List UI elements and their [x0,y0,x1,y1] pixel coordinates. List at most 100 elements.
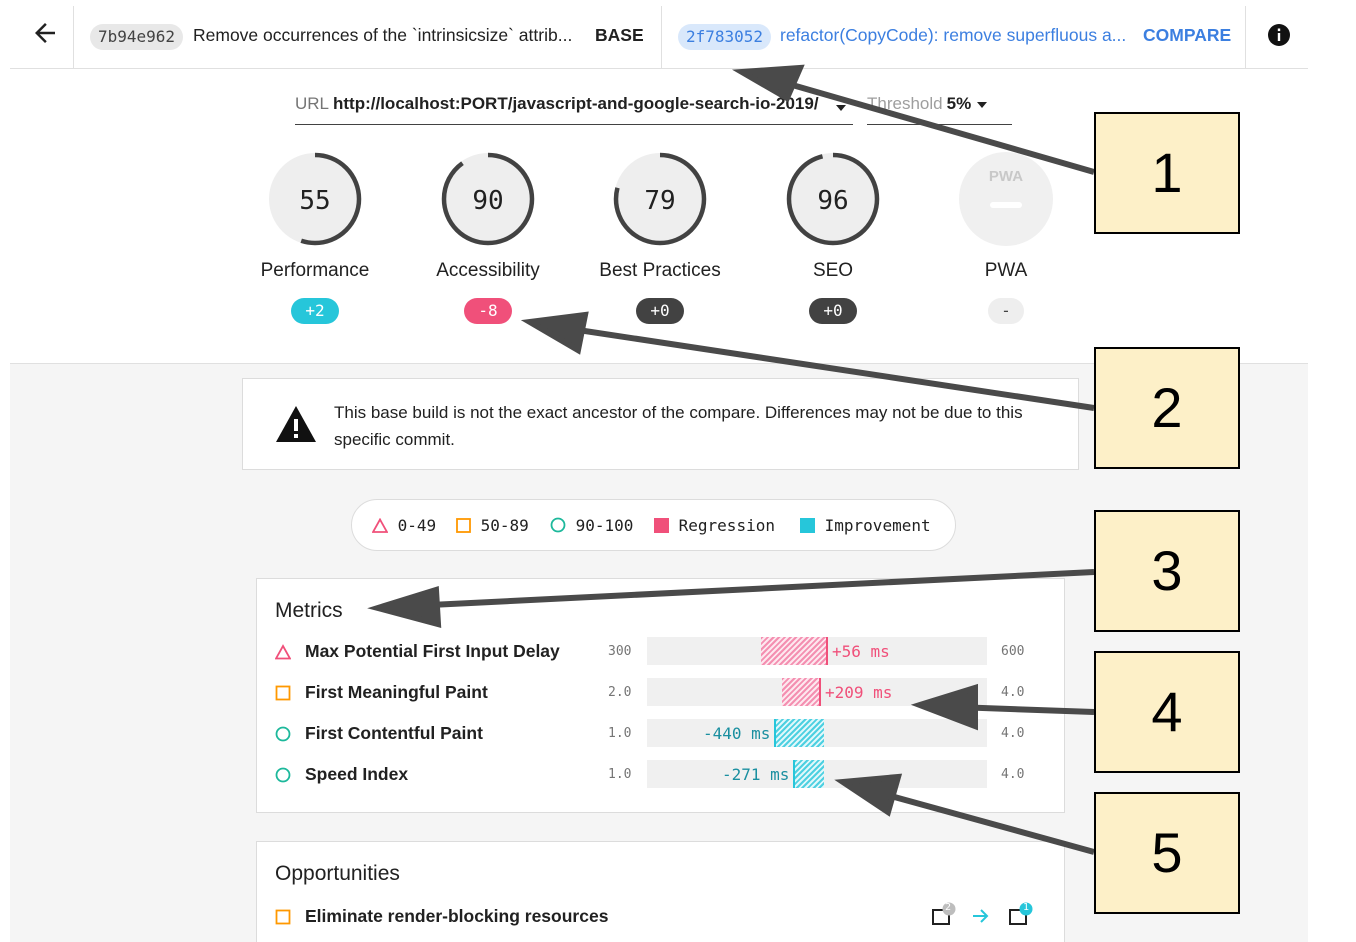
compare-commit-message[interactable]: refactor(CopyCode): remove superfluous a… [780,25,1127,45]
legend-regression: Regression [654,516,775,535]
category-name: Best Practices [599,260,721,281]
warning-text: This base build is not the exact ancesto… [334,403,1023,449]
legend-improvement-label: Improvement [824,516,931,535]
metric-row[interactable]: Speed Index 1.0 -271 ms 4.0 [275,760,1065,790]
base-commit-hash[interactable]: 7b94e962 [90,24,184,50]
arrow-right-icon [973,909,989,923]
gauge-score-arc [268,152,362,246]
gauge-score-arc [613,152,707,246]
metric-range-min: 1.0 [608,767,632,782]
compare-resource-count: 1 [1023,902,1030,913]
improvement-marker [774,719,776,747]
opportunity-name: Eliminate render-blocking resources [305,906,609,926]
legend-pass: 90-100 [550,516,633,535]
info-icon[interactable] [1267,23,1291,47]
base-label: BASE [595,25,644,45]
top-bar: 7b94e962 Remove occurrences of the `intr… [10,0,1308,69]
metrics-title: Metrics [275,599,343,622]
annotation-box-5: 5 [1094,792,1240,914]
opportunity-row[interactable]: Eliminate render-blocking resources 2 1 [275,902,1065,932]
legend-pass-label: 90-100 [575,516,634,535]
metrics-card: Metrics Max Potential First Input Delay … [256,578,1065,813]
compare-resources-icon [1009,902,1033,925]
score-value: 96 [817,186,849,216]
annotation-arrow-2 [564,325,1095,411]
annotation-arrowhead-5 [834,773,903,817]
legend-fail: 0-49 [371,516,436,535]
annotation-box-2: 2 [1094,347,1240,469]
url-dropdown-icon[interactable] [836,105,846,111]
gauge-performance[interactable]: 55 Performance +2 [250,150,380,330]
annotation-box-1: 1 [1094,112,1240,234]
opportunities-title: Opportunities [275,862,400,885]
url-value: http://localhost:PORT/javascript-and-goo… [333,94,819,113]
threshold-dropdown-icon[interactable] [977,101,988,108]
score-value: 90 [472,186,504,216]
legend-regression-label: Regression [678,516,775,535]
regression-swatch-icon [654,518,669,533]
category-name: Accessibility [436,260,540,281]
legend-average-label: 50-89 [480,516,529,535]
gauge-score-arc [441,152,535,246]
divider [1245,6,1246,68]
metric-row[interactable]: Max Potential First Input Delay 300 +56 … [275,637,1065,667]
circle-icon [275,726,291,742]
annotation-arrowhead-4 [910,683,978,731]
regression-bar [761,637,827,665]
regression-marker [826,637,828,665]
opportunities-card: Opportunities Eliminate render-blocking … [256,841,1065,942]
metric-range-max: 4.0 [1001,767,1025,782]
regression-marker [819,678,821,706]
score-gauge-ring [613,152,707,246]
annotation-arrow-4 [954,704,1095,715]
metric-name: First Contentful Paint [305,723,483,743]
annotation-box-3: 3 [1094,510,1240,632]
score-delta-badge: - [988,298,1024,324]
improvement-marker [793,760,795,788]
score-gauge-ring [268,152,362,246]
gauge-seo[interactable]: 96 SEO +0 [768,150,898,330]
threshold-value: 5% [946,94,972,113]
triangle-icon [275,644,291,660]
circle-icon [275,767,291,783]
score-delta-badge: +2 [291,298,339,324]
score-delta-badge: -8 [464,298,512,324]
annotation-arrow-5 [879,790,1095,855]
pwa-glyph-label: PWA [988,168,1024,185]
metric-delta-value: -271 ms [722,765,790,784]
square-icon [275,909,291,925]
compare-label: COMPARE [1143,25,1232,45]
score-legend: 0-49 50-89 90-100 Regression Improvement [351,499,956,551]
triangle-icon [371,517,389,533]
base-commit-message[interactable]: Remove occurrences of the `intrinsicsize… [193,25,573,45]
gauge-background [614,153,706,245]
metric-delta-track: -271 ms [647,760,987,788]
metric-name: Max Potential First Input Delay [305,641,560,661]
annotation-arrowhead-1 [731,64,805,103]
metric-range-min: 300 [608,644,632,659]
gauge-score-arc [786,152,880,246]
metric-name: Speed Index [305,764,409,784]
annotation-box-4: 4 [1094,651,1240,773]
gauge-background [442,153,534,245]
url-label: URL [295,94,330,113]
gauge-background [787,153,879,245]
improvement-bar [776,719,824,747]
score-value: 79 [644,186,676,216]
back-arrow-icon[interactable] [30,18,60,48]
circle-icon [550,517,566,533]
gauge-pwa[interactable]: PWA PWA - [941,150,1071,330]
annotation-arrow-3 [409,569,1095,609]
legend-average: 50-89 [456,516,529,535]
base-resources-icon [932,902,956,925]
compare-commit-hash[interactable]: 2f783052 [678,24,772,50]
score-delta-badge: +0 [636,298,684,324]
divider [73,6,74,68]
square-icon [275,685,291,701]
gauge-best-practices[interactable]: 79 Best Practices +0 [595,150,725,330]
gauge-accessibility[interactable]: 90 Accessibility -8 [423,150,553,330]
metric-row[interactable]: First Contentful Paint 1.0 -440 ms 4.0 [275,719,1065,749]
